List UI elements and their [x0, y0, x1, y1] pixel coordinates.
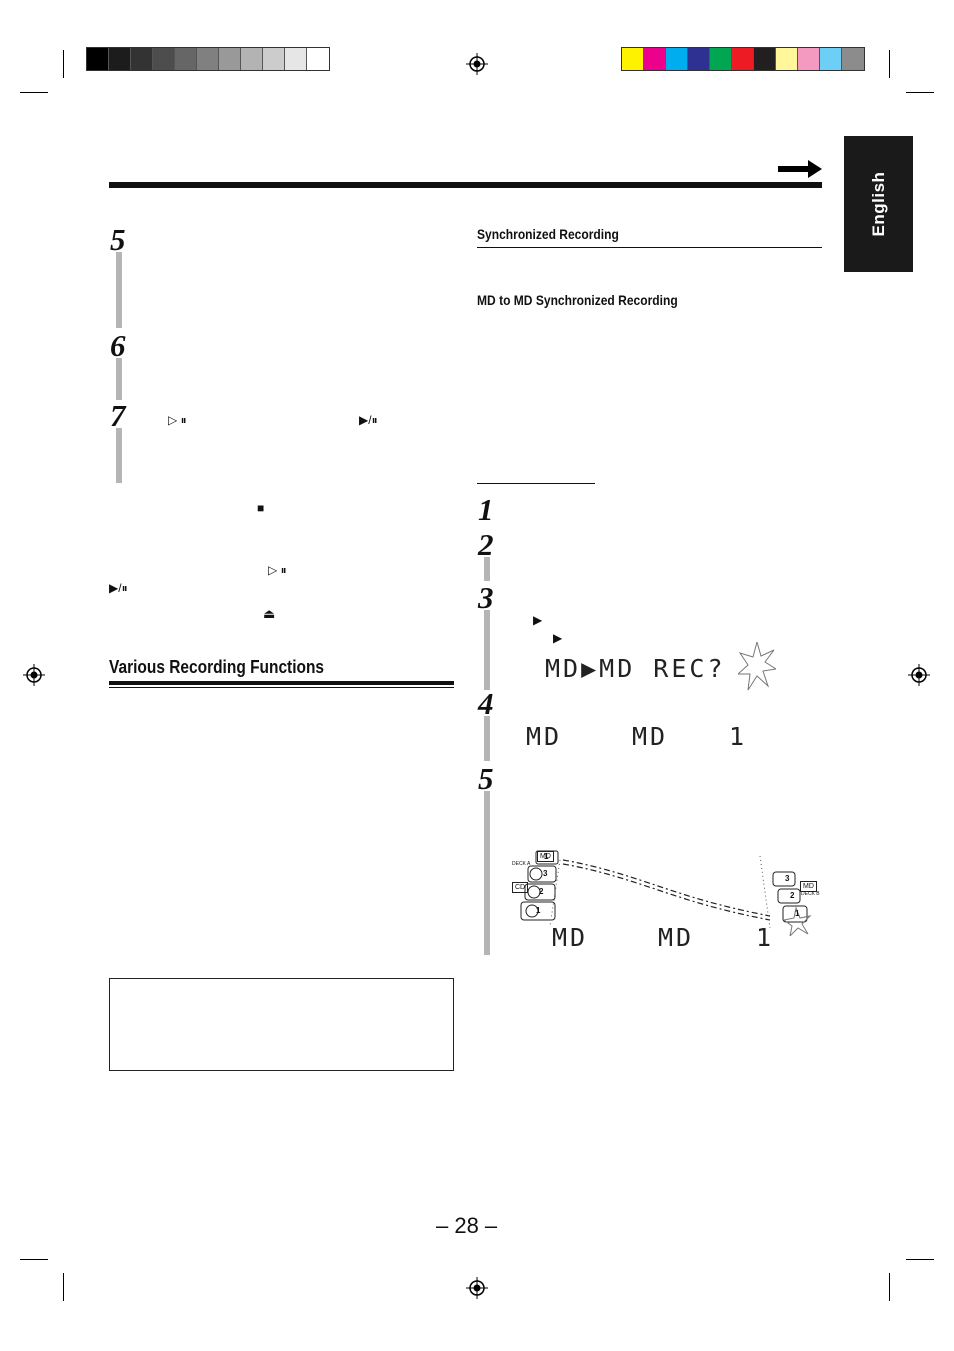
lcd-track-number: 1	[729, 722, 748, 751]
step-bar	[484, 791, 490, 955]
play-icon: ▶	[533, 613, 543, 627]
sync-recording-illustration	[520, 850, 812, 936]
slot-number: 1	[536, 906, 541, 915]
step-number: 1	[478, 492, 494, 527]
blink-burst-icon	[738, 642, 776, 691]
page-number: – 28 –	[436, 1213, 498, 1238]
lcd-source-md: MD	[526, 722, 563, 751]
header-rule	[109, 182, 822, 188]
eject-icon: ⏏	[263, 606, 276, 621]
md-to-md-heading: MD to MD Synchronized Recording	[477, 292, 678, 308]
step-bar	[484, 610, 490, 690]
grayscale-color-bar	[86, 47, 330, 71]
step-number: 4	[478, 686, 494, 721]
deck-b-label: DECK B	[801, 891, 820, 897]
registration-mark-icon	[466, 1277, 488, 1299]
play-pause-outline-icon: ▷ ⏸	[168, 413, 187, 427]
language-tab: English	[844, 136, 913, 272]
heading-rule	[109, 681, 454, 685]
step-bar	[484, 716, 490, 761]
play-icon: ▶	[553, 631, 563, 645]
lcd-target-md: MD	[658, 923, 695, 952]
step-bar	[116, 358, 122, 400]
slot-number: 2	[790, 891, 795, 900]
slot-number: 1	[795, 909, 800, 918]
md-badge: MD	[537, 851, 554, 862]
registration-mark-icon	[23, 664, 45, 686]
lcd-track-number: 1	[756, 923, 775, 952]
subsection-rule	[477, 483, 595, 484]
heading-rule	[477, 247, 822, 248]
play-pause-icon: ▶/⏸	[109, 581, 128, 595]
step-number: 5	[478, 761, 494, 796]
lcd-display-rec: MD▶MD REC?	[545, 654, 726, 683]
stop-icon: ■	[257, 501, 265, 515]
lcd-target-md: MD	[632, 722, 669, 751]
slot-number: 3	[543, 869, 548, 878]
play-pause-icon: ▶/⏸	[359, 413, 378, 427]
slot-number: 3	[785, 874, 790, 883]
step-bar	[116, 428, 122, 483]
lcd-source-md: MD	[552, 923, 589, 952]
continue-arrow-icon	[778, 160, 822, 178]
play-pause-outline-icon: ▷ ⏸	[268, 563, 287, 577]
step-number: 6	[110, 328, 126, 363]
slot-number: 2	[539, 887, 544, 896]
registration-mark-icon	[466, 53, 488, 75]
step-number: 5	[110, 222, 126, 257]
deck-a-label: DECK A	[512, 861, 531, 867]
language-tab-label: English	[868, 171, 888, 237]
sync-recording-heading: Synchronized Recording	[477, 226, 619, 242]
step-bar	[116, 252, 122, 328]
heading-rule	[109, 687, 454, 688]
step-number: 3	[478, 580, 494, 615]
note-box	[109, 978, 454, 1071]
section-heading: Various Recording Functions	[109, 657, 325, 677]
slot-number: 1	[544, 852, 549, 861]
step-number: 7	[110, 398, 126, 433]
process-color-bar	[621, 47, 865, 71]
registration-mark-icon	[908, 664, 930, 686]
step-number: 2	[478, 527, 494, 562]
step-bar	[484, 557, 490, 581]
md-badge: MD	[800, 881, 817, 892]
cd-badge: CD	[512, 882, 529, 893]
